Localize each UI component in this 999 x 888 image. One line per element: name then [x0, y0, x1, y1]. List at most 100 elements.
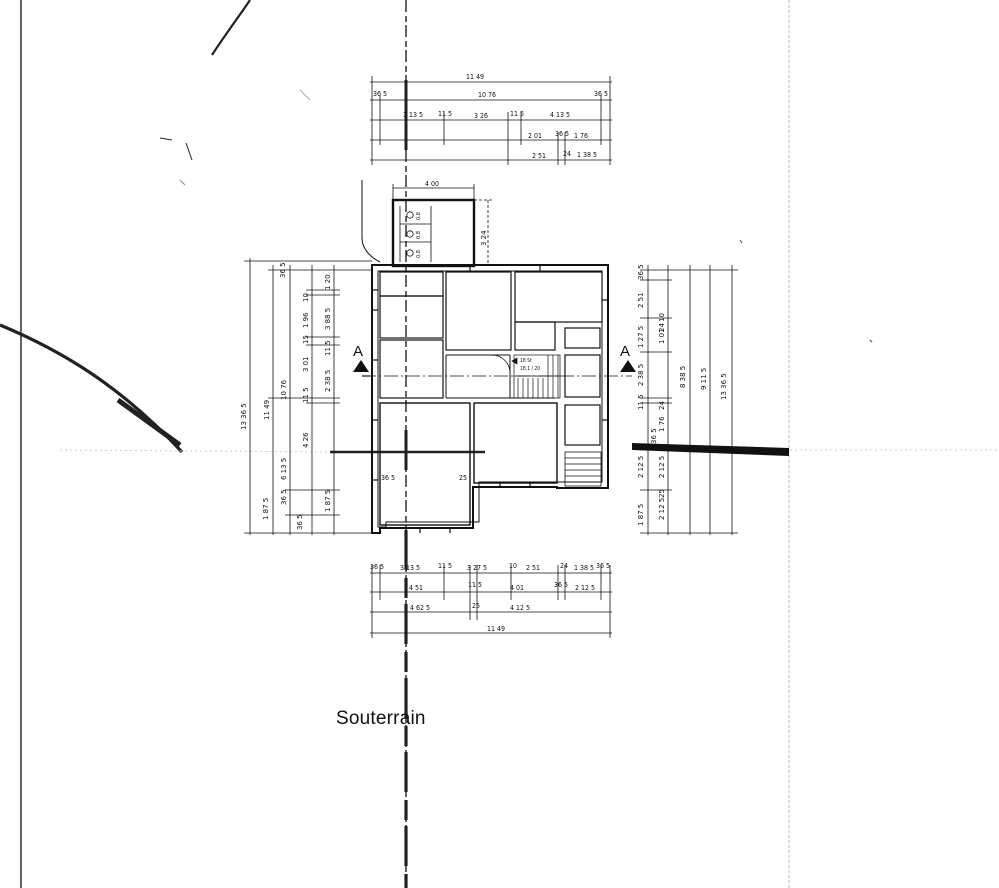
dim-top-r3-a: 3 13 5 — [403, 111, 423, 119]
dim-right-fourth-a: 36 5 — [637, 264, 645, 280]
dim-bot-r1-h: 1 38 5 — [574, 564, 594, 572]
dim-right-fifth-b: 24 — [658, 323, 666, 332]
dim-left-fifth-f: 2 38 5 — [324, 370, 332, 392]
dim-right-fifth-h: 2 12 5 — [658, 498, 666, 520]
dim-right-fifth-g: 36 5 — [650, 428, 658, 444]
dim-left-fourth-e: 4 26 — [302, 432, 310, 448]
dim-bot-r1-a: 36 5 — [370, 563, 384, 571]
wc-label-1: 0,8 — [416, 212, 422, 220]
dim-left-fifth-e: 11 5 — [324, 340, 332, 356]
wc-label-2: 0,8 — [416, 231, 422, 239]
dim-right-fourth-e: 11 5 — [637, 394, 645, 410]
dim-top-r3-e: 4 13 5 — [550, 111, 570, 119]
dim-left-fifth-a: 1 20 — [324, 274, 332, 290]
dim-left-fourth-g: 1 87 5 — [262, 498, 270, 520]
dim-left-fourth-h: 36 5 — [296, 514, 304, 530]
building-outline — [371, 264, 609, 534]
section-label-left: A — [353, 343, 363, 360]
dim-top-r2-a: 36 5 — [373, 90, 387, 98]
dim-left-fourth-f: 36 5 — [280, 489, 288, 505]
annex-text: 4 00 3 24 0,8 0,8 0,8 — [416, 180, 488, 258]
dim-top-r4-b: 36 5 — [555, 130, 569, 138]
plan-title: Souterrain — [336, 708, 426, 729]
dimension-text-left: 13 36 5 11 49 10 76 6 13 5 36 5 1 96 3 0… — [240, 262, 332, 530]
window-marks — [372, 265, 608, 533]
dim-bot-r2-b: 11 5 — [468, 581, 482, 589]
interior-dims: 36 5 25 — [381, 474, 467, 482]
dim-left-second: 11 49 — [263, 400, 271, 420]
stair-text: 18 St 18,1 / 20 — [520, 358, 540, 372]
dim-left-fifth-b: 10 — [302, 293, 310, 302]
dim-bot-overall: 11 49 — [487, 625, 505, 633]
annex-width: 4 00 — [425, 180, 439, 188]
dim-bot-r1-e: 10 — [509, 562, 517, 570]
dim-left-fifth-c: 3 88 5 — [324, 308, 332, 330]
dim-left-fourth-c: 3 01 — [302, 356, 310, 372]
dim-right-third-a: 8 38 5 — [679, 366, 687, 388]
interior-dim-b: 25 — [459, 474, 467, 482]
dim-bot-r1-c: 11 5 — [438, 562, 452, 570]
dim-bot-r1-d: 3 27 5 — [467, 564, 487, 572]
dim-top-overall: 11 49 — [466, 73, 484, 81]
dim-top-r2-b: 10 76 — [478, 91, 496, 99]
stair-ratio: 18,1 / 20 — [520, 366, 540, 372]
dim-right-third-b: 2 12 5 — [658, 456, 666, 478]
dim-top-r3-c: 3 26 — [474, 112, 488, 120]
dim-left-fifth-d: 15 — [302, 335, 310, 344]
dim-left-fourth-b: 1 96 — [302, 312, 310, 328]
dim-right-fifth-a: 10 — [658, 313, 666, 322]
dim-right-fifth-c: 1 01 — [658, 328, 666, 344]
annex-depth: 3 24 — [480, 230, 488, 246]
dim-left-third-a: 10 76 — [280, 379, 288, 400]
dim-bot-r2-d: 36 5 — [554, 581, 568, 589]
dim-top-r4-c: 1 76 — [574, 132, 588, 140]
stair-count: 18 St — [520, 358, 532, 364]
dim-right-fourth-g: 1 87 5 — [637, 504, 645, 526]
dimension-text-bottom: 36 5 3 13 5 11 5 3 27 5 10 2 51 24 1 38 … — [370, 562, 610, 633]
dim-bot-r2-a: 4 51 — [409, 584, 423, 592]
dim-bot-r3-c: 4 12 5 — [510, 604, 530, 612]
dim-right-second: 9 11 5 — [700, 368, 708, 390]
dim-bot-r1-f: 2 51 — [526, 564, 540, 572]
annex-block — [361, 180, 492, 268]
dim-top-r5-a: 2 51 — [532, 152, 546, 160]
dim-right-fourth-f: 2 12 5 — [637, 456, 645, 478]
dim-top-r4-a: 2 01 — [528, 132, 542, 140]
section-marker-right: A — [620, 343, 636, 372]
wc-label-3: 0,8 — [416, 250, 422, 258]
dimension-chain-bottom — [370, 565, 612, 638]
section-arrow-right-icon — [620, 360, 636, 372]
dim-bot-r2-e: 2 12 5 — [575, 584, 595, 592]
dim-right-fourth-b: 2 51 — [637, 292, 645, 308]
dim-top-r5-b: 24 — [563, 150, 571, 158]
dim-top-r5-c: 1 38 5 — [577, 151, 597, 159]
dim-right-fifth-d: 1 76 — [658, 416, 666, 432]
dim-bot-r3-b: 25 — [472, 602, 480, 610]
dim-right-fourth-d: 2 38 5 — [637, 364, 645, 386]
dim-left-fourth-d: 11 5 — [302, 387, 310, 403]
dim-bot-r1-i: 36 5 — [596, 562, 610, 570]
dimension-text-right: 13 36 5 9 11 5 8 38 5 2 12 5 36 5 2 51 1… — [637, 264, 728, 526]
section-arrow-left-icon — [353, 360, 369, 372]
section-marker-left: A — [353, 343, 369, 372]
dim-left-overall: 13 36 5 — [240, 403, 248, 430]
dimension-text-top: 11 49 36 5 10 76 36 5 3 13 5 11 5 3 26 1… — [373, 73, 608, 160]
dim-right-overall: 13 36 5 — [720, 373, 728, 400]
dim-right-fifth-e: 24 — [658, 401, 666, 410]
dim-bot-r1-g: 24 — [560, 562, 568, 570]
dim-right-fifth-f: 25 — [658, 489, 666, 498]
dimension-chain-right — [640, 265, 738, 535]
dimension-chain-top — [370, 76, 612, 165]
interior-dim-a: 36 5 — [381, 474, 395, 482]
dim-right-fourth-c: 1 27 5 — [637, 326, 645, 348]
dim-top-r2-c: 36 5 — [594, 90, 608, 98]
dim-bot-r3-a: 4 62 5 — [410, 604, 430, 612]
dim-bot-r1-b: 3 13 5 — [400, 564, 420, 572]
exterior-steps — [564, 451, 602, 487]
dim-bot-r2-c: 4 01 — [510, 584, 524, 592]
dim-left-third-b: 6 13 5 — [280, 458, 288, 480]
dim-left-fifth-g: 1 87 5 — [324, 490, 332, 512]
dim-top-r3-d: 11 5 — [510, 110, 524, 118]
